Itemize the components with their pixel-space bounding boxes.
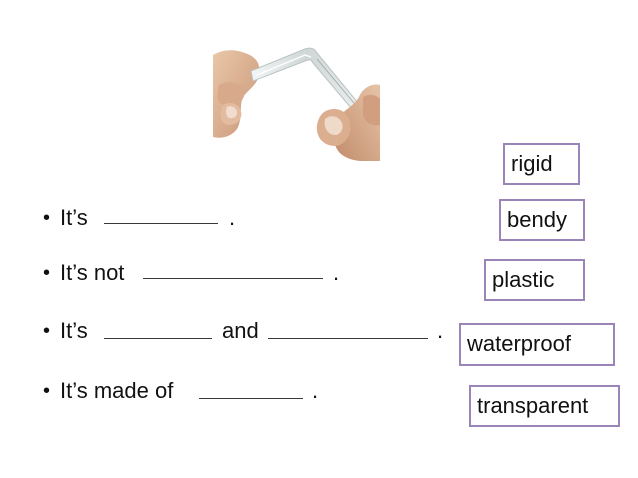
- answer-blank[interactable]: [143, 278, 323, 279]
- word-card-label: bendy: [507, 207, 567, 232]
- sentence-period: .: [229, 205, 236, 230]
- bending-plastic-icon: [213, 45, 380, 161]
- bullet: •: [43, 380, 51, 402]
- sentence-period: .: [437, 318, 444, 343]
- sentence-text: It’s: [60, 205, 88, 230]
- word-card-label: rigid: [511, 151, 553, 176]
- answer-blank[interactable]: [199, 398, 303, 399]
- answer-blank[interactable]: [268, 338, 428, 339]
- word-card-plastic[interactable]: plastic: [484, 259, 585, 301]
- word-card-label: transparent: [477, 393, 589, 418]
- word-card-waterproof[interactable]: waterproof: [459, 323, 615, 366]
- answer-blank[interactable]: [104, 223, 218, 224]
- answer-blank[interactable]: [104, 338, 212, 339]
- bullet: •: [43, 320, 51, 342]
- sentence-text: It’s made of: [60, 378, 174, 403]
- sentence-conjunction: and: [222, 318, 259, 343]
- sentence-period: .: [333, 260, 340, 285]
- bullet: •: [43, 207, 51, 229]
- sentence-text: It’s not: [60, 260, 125, 285]
- bullet: •: [43, 262, 51, 284]
- sentence-period: .: [312, 378, 319, 403]
- word-card-rigid[interactable]: rigid: [503, 143, 580, 185]
- bending-plastic-photo: [213, 45, 380, 161]
- word-card-label: waterproof: [467, 331, 571, 356]
- sentence-text: It’s: [60, 318, 88, 343]
- word-card-label: plastic: [492, 267, 555, 292]
- word-card-transparent[interactable]: transparent: [469, 385, 620, 427]
- word-card-bendy[interactable]: bendy: [499, 199, 585, 241]
